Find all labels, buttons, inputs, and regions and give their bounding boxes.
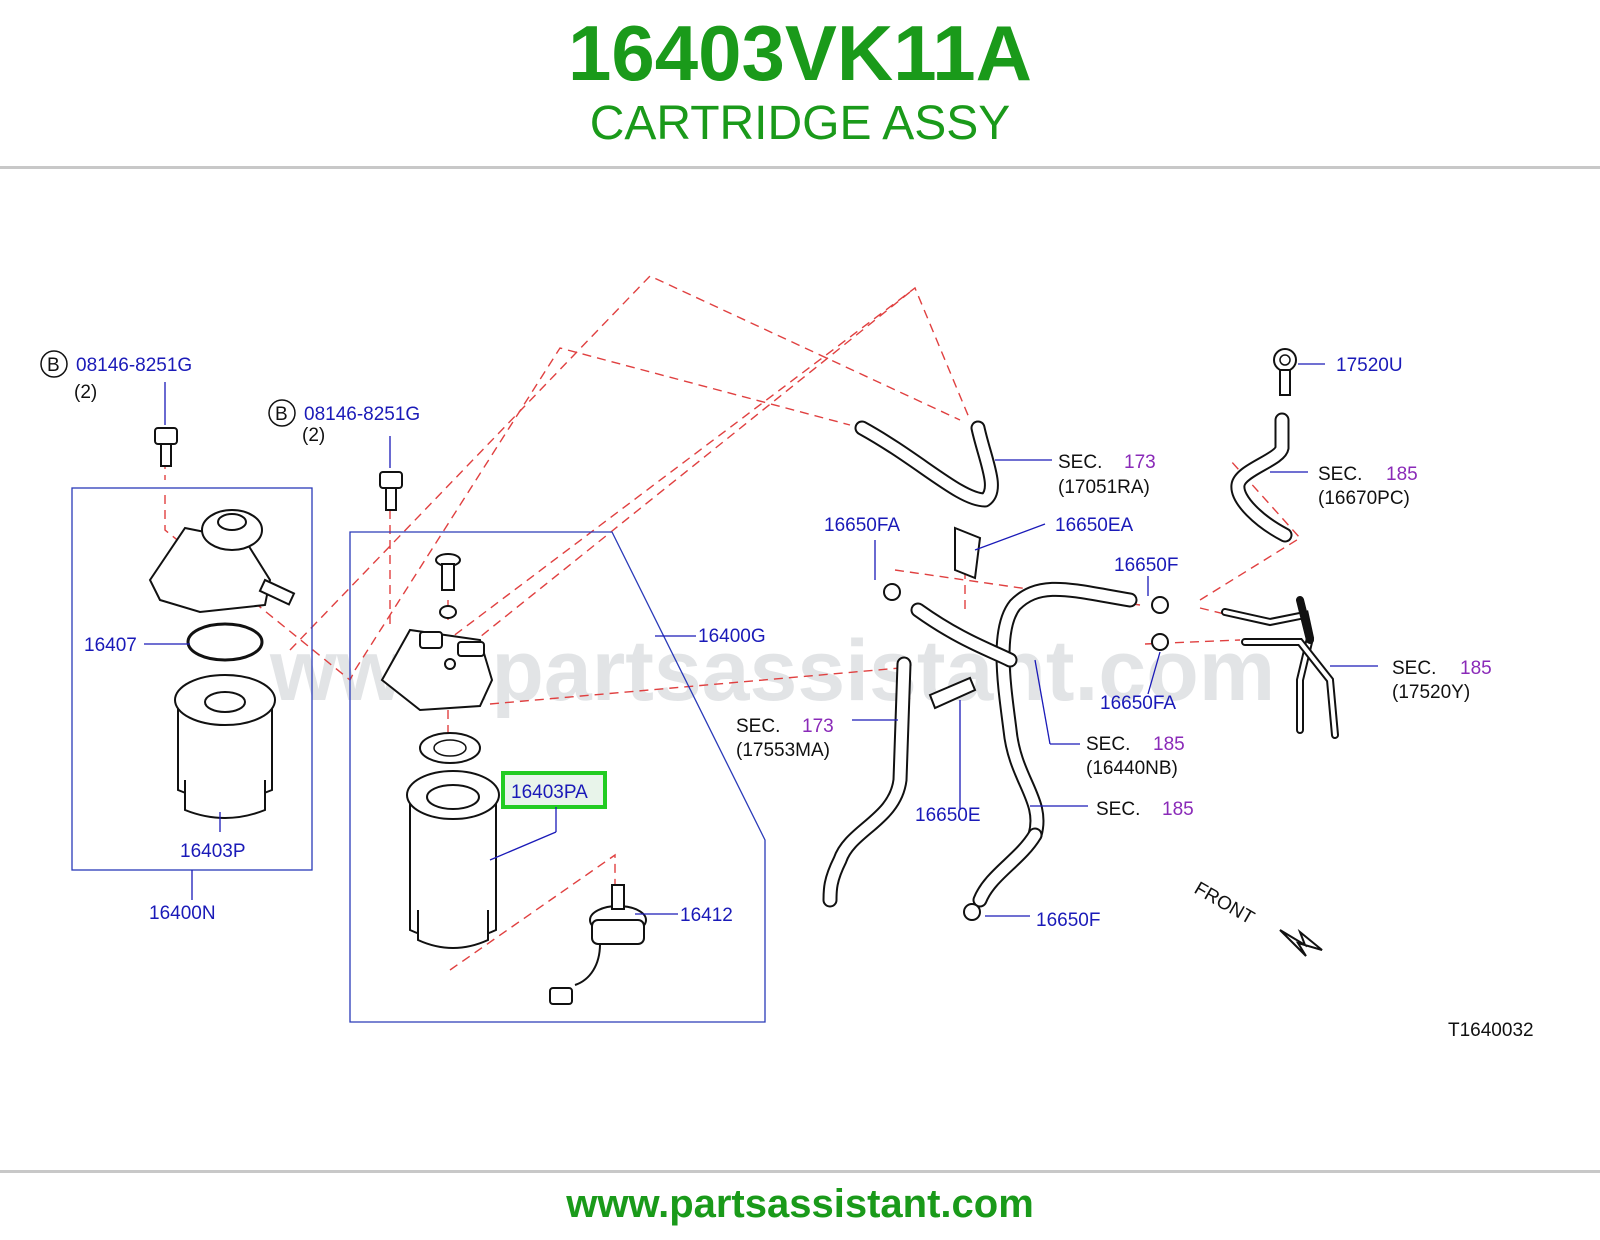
svg-text:185: 185 [1162,799,1194,820]
front-label: FRONT [1191,878,1259,929]
bolt-marker-a [40,350,68,378]
filter-cartridge-16403p [174,674,276,819]
callout-16650f-bottom[interactable]: 16650F [1036,910,1100,931]
section-ref-185-lower[interactable]: SEC. 185 [1096,799,1194,820]
svg-text:SEC.: SEC. [1058,452,1102,473]
callout-16650fa-top[interactable]: 16650FA [824,515,900,536]
hose-17051ra [854,420,999,508]
svg-text:SEC.: SEC. [1096,799,1140,820]
callout-16400n[interactable]: 16400N [149,903,216,924]
callout-16400g[interactable]: 16400G [698,626,766,647]
svg-text:(16440NB): (16440NB) [1086,758,1178,779]
callout-16403p[interactable]: 16403P [180,841,246,862]
footer-divider [0,1170,1600,1173]
svg-text:173: 173 [1124,452,1156,473]
bolt-left [154,427,178,467]
bolt-marker-b-label: B [275,404,288,425]
svg-text:SEC.: SEC. [1086,734,1130,755]
part-number-title: 16403VK11A [567,9,1033,97]
section-ref-17051ra[interactable]: SEC. 173 (17051RA) [1058,452,1156,498]
qty-bolt-b: (2) [302,425,325,446]
filter-cartridge-16403pa [406,770,500,949]
footer-url-link[interactable]: www.partsassistant.com [566,1182,1034,1226]
front-arrow-icon [1279,928,1323,957]
svg-text:(17051RA): (17051RA) [1058,477,1150,498]
callout-16650ea[interactable]: 16650EA [1055,515,1134,536]
sensor-16412 [549,884,647,1005]
callout-08146-8251g-a[interactable]: 08146-8251G [76,355,192,376]
figure-code: T1640032 [1448,1020,1534,1041]
svg-text:185: 185 [1460,658,1492,679]
svg-text:SEC.: SEC. [1318,464,1362,485]
fitting-17520u [1273,348,1297,396]
callout-16650fa-mid[interactable]: 16650FA [1100,693,1176,714]
callout-16650e[interactable]: 16650E [915,805,981,826]
svg-text:(16670PC): (16670PC) [1318,488,1410,509]
parts-diagram: www.partsassistant.com [40,275,1534,1041]
callout-17520u[interactable]: 17520U [1336,355,1403,376]
bolt-middle [379,471,403,511]
svg-text:185: 185 [1153,734,1185,755]
hose-17553ma [822,656,912,908]
callout-16407[interactable]: 16407 [84,635,137,656]
hose-16670pc [1230,412,1293,543]
svg-text:173: 173 [802,716,834,737]
part-description: CARTRIDGE ASSY [589,97,1011,150]
filter-head-left [148,509,296,614]
qty-bolt-a: (2) [74,382,97,403]
svg-text:(17553MA): (17553MA) [736,740,830,761]
svg-text:(17520Y): (17520Y) [1392,682,1470,703]
hose-sec185-lower [910,602,1043,908]
header-divider [0,166,1600,169]
bolt-marker-b [268,399,296,427]
highlight-box-16403pa [501,771,607,809]
filter-head-middle [380,628,494,712]
clamps [883,526,1169,921]
svg-text:185: 185 [1386,464,1418,485]
pipe-assy-17520y [1221,596,1339,739]
o-ring-16407 [186,622,264,662]
assembly-box-16400g [349,531,766,1023]
bolt-marker-a-label: B [47,355,60,376]
callout-08146-8251g-b[interactable]: 08146-8251G [304,404,420,425]
callout-16403pa[interactable]: 16403PA [511,782,588,803]
leader-lines [144,363,1378,917]
svg-text:SEC.: SEC. [1392,658,1436,679]
section-ref-17553ma[interactable]: SEC. 173 (17553MA) [736,716,834,761]
section-ref-17520y[interactable]: SEC. 185 (17520Y) [1392,658,1492,703]
section-ref-16440nb[interactable]: SEC. 185 (16440NB) [1086,734,1185,779]
svg-text:SEC.: SEC. [736,716,780,737]
screw-middle [435,553,461,619]
callout-16650f-top[interactable]: 16650F [1114,555,1178,576]
callout-16412[interactable]: 16412 [680,905,733,926]
section-ref-16670pc[interactable]: SEC. 185 (16670PC) [1318,464,1418,509]
